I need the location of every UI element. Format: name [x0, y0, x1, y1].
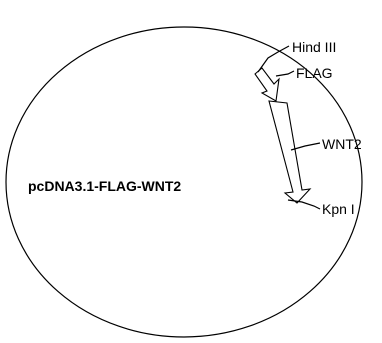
wnt2-feature-arrow — [268, 100, 312, 204]
kpn1-site-label: Kpn I — [322, 201, 355, 217]
wnt2-leader-line — [290, 142, 321, 151]
flag-leader-line — [275, 70, 295, 77]
plasmid-backbone — [5, 26, 363, 338]
hind3-leader-line — [257, 45, 290, 73]
wnt2-feature-label: WNT2 — [322, 136, 362, 152]
kpn1-leader-line — [287, 199, 321, 210]
flag-feature-label: FLAG — [296, 65, 333, 81]
flag-feature-arrow — [254, 67, 280, 102]
plasmid-name-label: pcDNA3.1-FLAG-WNT2 — [28, 178, 181, 194]
hind3-site-label: Hind III — [292, 39, 336, 55]
